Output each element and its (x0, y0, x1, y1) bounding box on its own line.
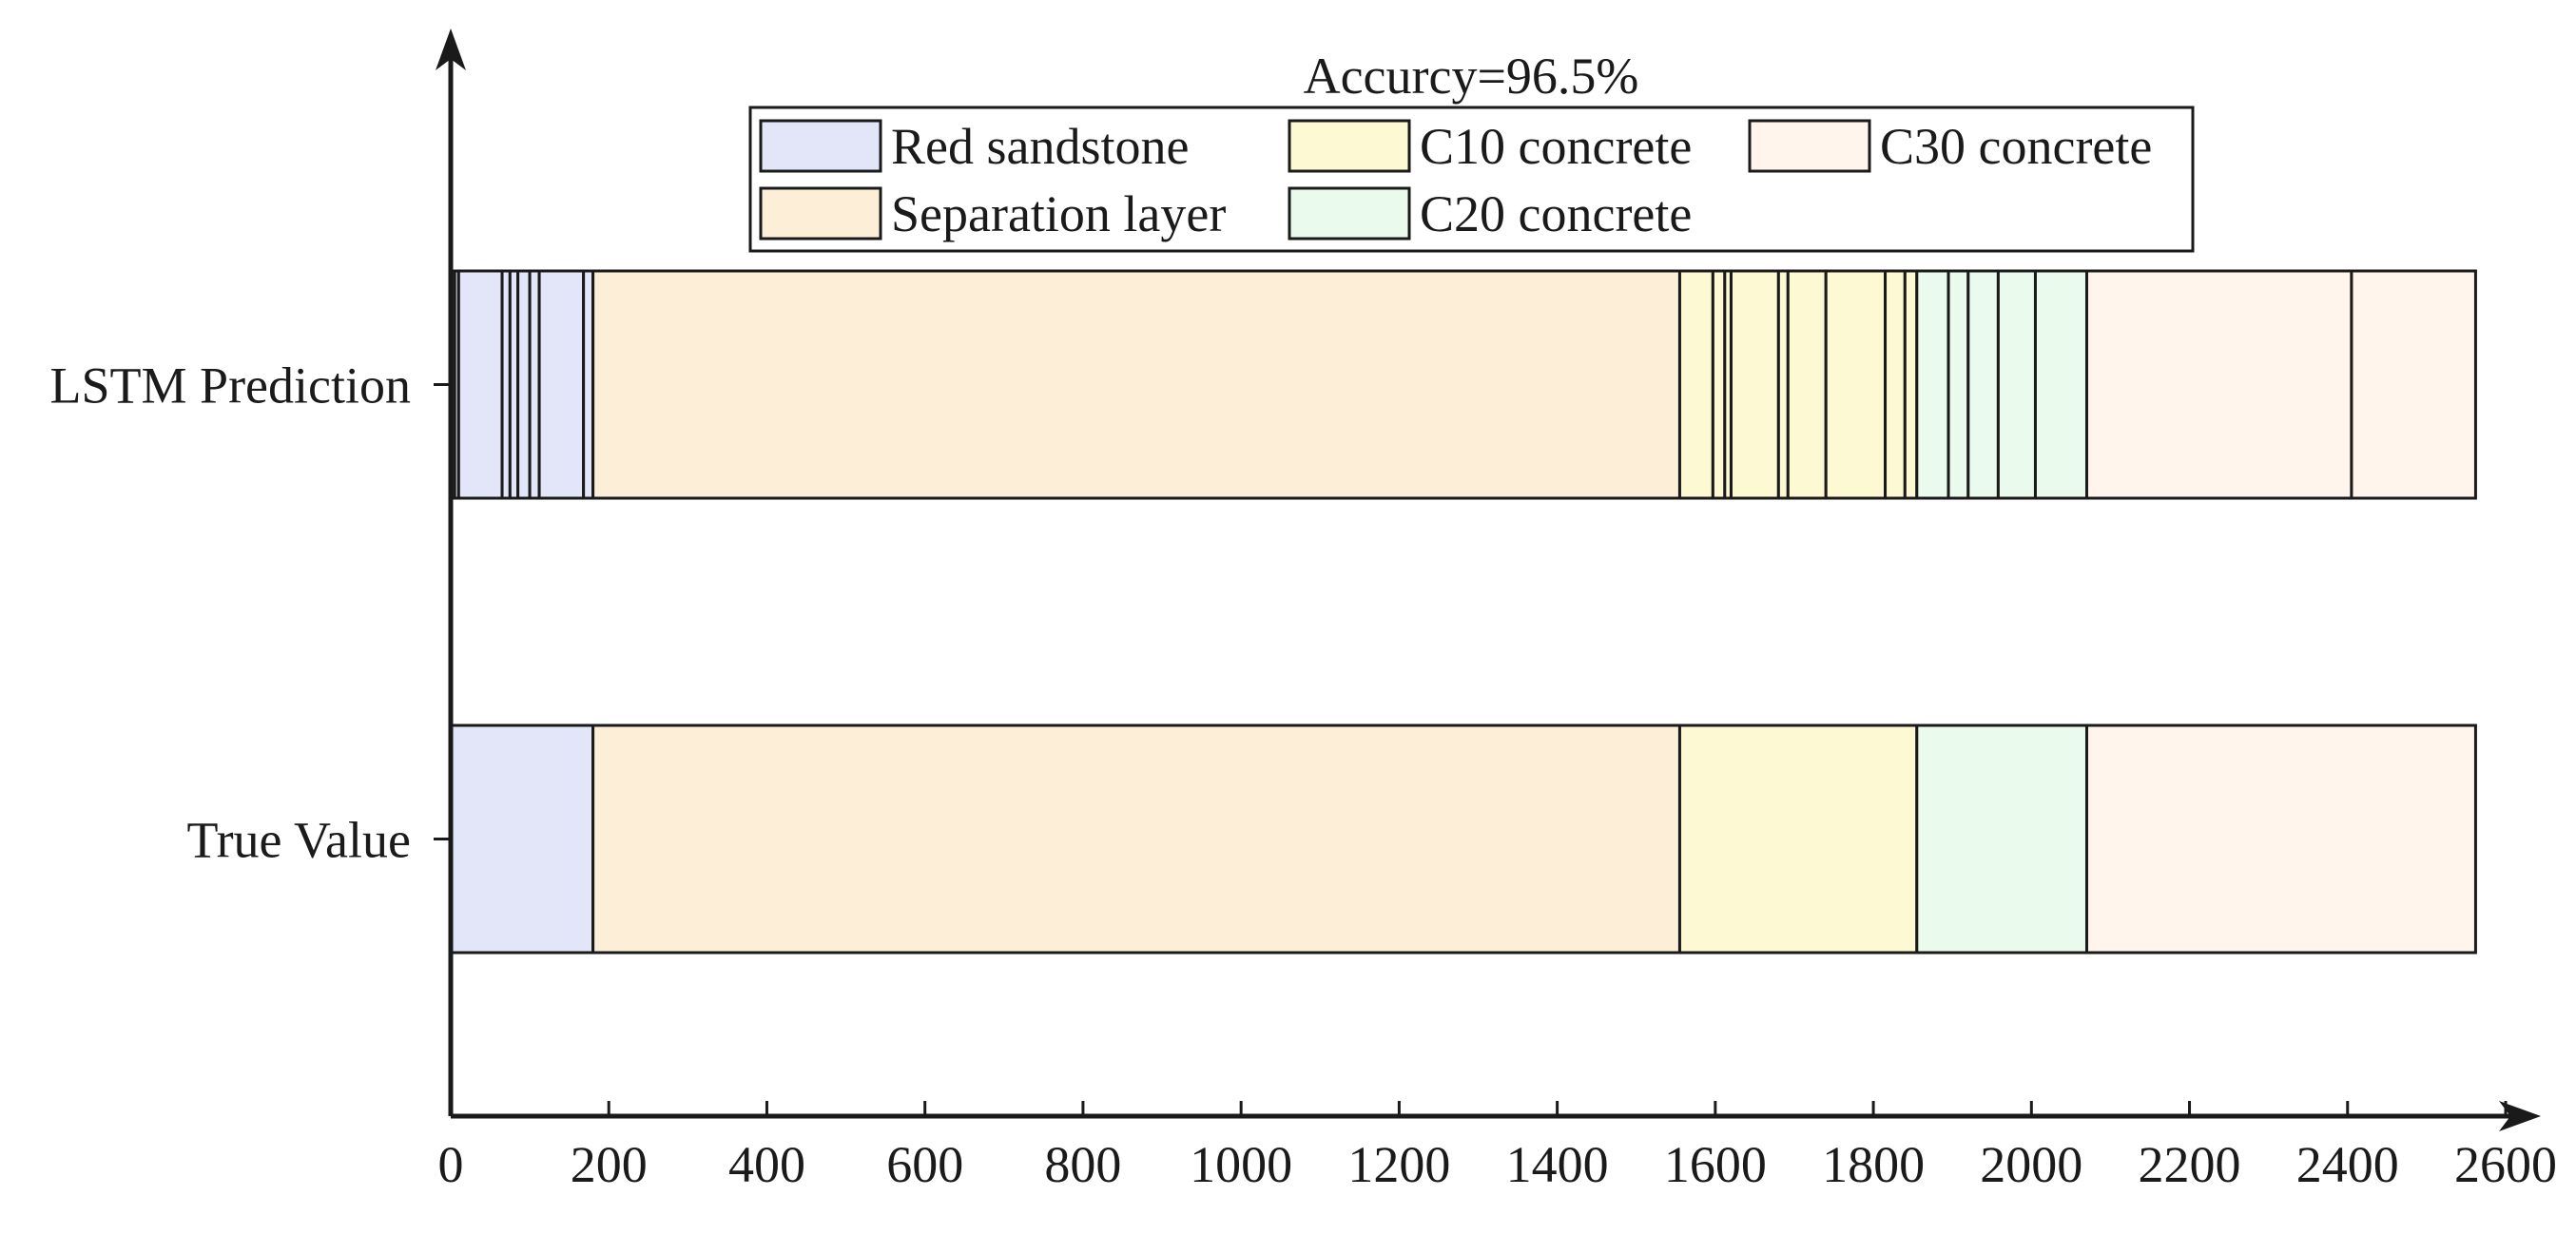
bar-segment (2033, 269, 2088, 500)
legend-group: Accurcy=96.5% Red sandstone C10 concrete C3… (748, 48, 2195, 253)
bar-segment (1966, 269, 2000, 500)
legend-item-c10: C10 concrete (1288, 118, 1692, 175)
legend-swatch (759, 186, 882, 241)
legend-box (748, 106, 2195, 253)
bar-segment (1677, 723, 1919, 955)
bar-segment (591, 723, 1681, 955)
legend-label: C30 concrete (1880, 118, 2152, 175)
bar-segment (1903, 269, 1919, 500)
legend-item-separation: Separation layer (759, 185, 1226, 242)
legend-swatch (1288, 186, 1411, 241)
bar-segment (1729, 269, 1780, 500)
x-tick-label: 2200 (2139, 1136, 2241, 1193)
bar-segment (1915, 723, 2088, 955)
bar-segment (591, 269, 1681, 500)
bar-segment (1915, 269, 1950, 500)
bar-segment (1996, 269, 2037, 500)
y-tick-label: True Value (186, 812, 411, 869)
bar-segment (1786, 269, 1828, 500)
bar-segment (1947, 269, 1970, 500)
bar-segment (2350, 269, 2477, 500)
legend-swatch (759, 119, 882, 173)
bar-segment (516, 269, 532, 500)
x-tick-label: 1400 (1506, 1136, 1609, 1193)
legend-item-red-sandstone: Red sandstone (759, 118, 1189, 175)
legend-swatch (1748, 119, 1871, 173)
legend-label: C10 concrete (1420, 118, 1692, 175)
x-tick-label: 1800 (1822, 1136, 1925, 1193)
legend-label: Separation layer (891, 185, 1226, 242)
x-tick-label: 1000 (1190, 1136, 1292, 1193)
bar-segment (1711, 269, 1727, 500)
y-axis-arrow-icon (436, 29, 466, 70)
x-tick-label: 2400 (2296, 1136, 2399, 1193)
x-tick-label: 1200 (1347, 1136, 1450, 1193)
bar-row-true-value (449, 723, 2477, 955)
bar-segment (2084, 723, 2477, 955)
chart-title: Accurcy=96.5% (1304, 48, 1639, 105)
bar-segment (456, 269, 504, 500)
x-tick-label: 600 (886, 1136, 963, 1193)
legend-swatch (1288, 119, 1411, 173)
bars-group (449, 269, 2477, 955)
x-tick-label: 1600 (1664, 1136, 1767, 1193)
y-tick-label: LSTM Prediction (50, 357, 411, 415)
x-tick-label: 2000 (1980, 1136, 2082, 1193)
bar-segment (1677, 269, 1714, 500)
x-tick-label: 800 (1044, 1136, 1121, 1193)
legend-item-c20: C20 concrete (1288, 185, 1692, 242)
x-tick-label: 200 (571, 1136, 648, 1193)
bar-segment (1824, 269, 1888, 500)
legend-label: C20 concrete (1420, 185, 1692, 242)
x-tick-label: 2600 (2454, 1136, 2557, 1193)
bar-row-prediction (449, 269, 2477, 500)
bar-segment (537, 269, 586, 500)
legend-label: Red sandstone (891, 118, 1189, 175)
x-tick-label: 0 (438, 1136, 464, 1193)
bar-segment (2084, 269, 2353, 500)
x-axis-arrow-icon (2499, 1101, 2541, 1131)
bar-segment (449, 723, 595, 955)
bar-segment (1884, 269, 1907, 500)
legend-item-c30: C30 concrete (1748, 118, 2152, 175)
x-tick-label: 400 (728, 1136, 805, 1193)
